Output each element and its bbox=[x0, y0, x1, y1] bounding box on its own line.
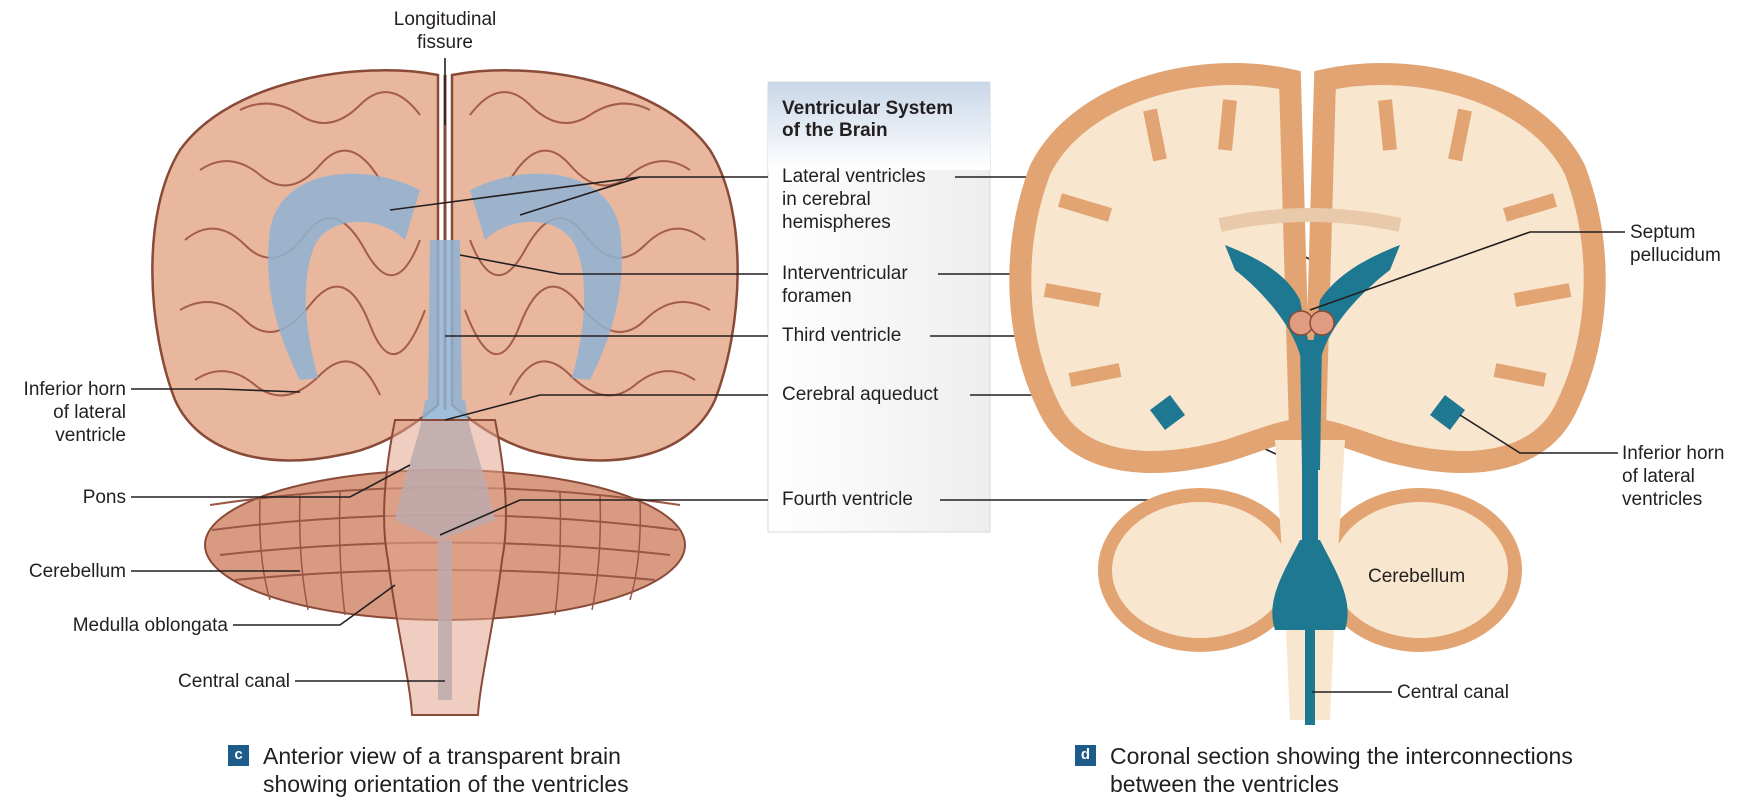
label-central-canal-right: Central canal bbox=[1397, 681, 1557, 704]
label-cerebellum-right: Cerebellum bbox=[1368, 565, 1498, 588]
caption-c: c Anterior view of a transparent brain s… bbox=[228, 742, 629, 798]
panel-title: Ventricular System of the Brain bbox=[782, 98, 987, 142]
label-pons: Pons bbox=[0, 486, 126, 509]
label-central-canal-left: Central canal bbox=[0, 670, 290, 693]
coronal-section bbox=[1020, 74, 1594, 725]
caption-c-text: Anterior view of a transparent brain sho… bbox=[263, 742, 629, 798]
panel-item-lateral-ventricles: Lateral ventricles in cerebral hemispher… bbox=[782, 165, 982, 234]
panel-item-interventricular-foramen: Interventricular foramen bbox=[782, 262, 982, 308]
anterior-brain-view bbox=[152, 70, 737, 715]
panel-item-fourth-ventricle: Fourth ventricle bbox=[782, 488, 982, 511]
label-cerebellum-left: Cerebellum bbox=[0, 560, 126, 583]
panel-item-cerebral-aqueduct: Cerebral aqueduct bbox=[782, 383, 982, 406]
caption-c-badge: c bbox=[228, 745, 249, 766]
panel-item-third-ventricle: Third ventricle bbox=[782, 324, 982, 347]
label-inferior-horn-left: Inferior horn of lateral ventricle bbox=[0, 378, 126, 447]
label-longitudinal-fissure: Longitudinal fissure bbox=[370, 8, 520, 54]
caption-d-badge: d bbox=[1075, 745, 1096, 766]
label-septum-pellucidum: Septum pellucidum bbox=[1630, 221, 1749, 267]
caption-d: d Coronal section showing the interconne… bbox=[1075, 742, 1573, 798]
caption-d-text: Coronal section showing the interconnect… bbox=[1110, 742, 1573, 798]
label-medulla: Medulla oblongata bbox=[0, 614, 228, 637]
brainstem bbox=[384, 420, 506, 715]
label-inferior-horn-right: Inferior horn of lateral ventricles bbox=[1622, 442, 1749, 511]
